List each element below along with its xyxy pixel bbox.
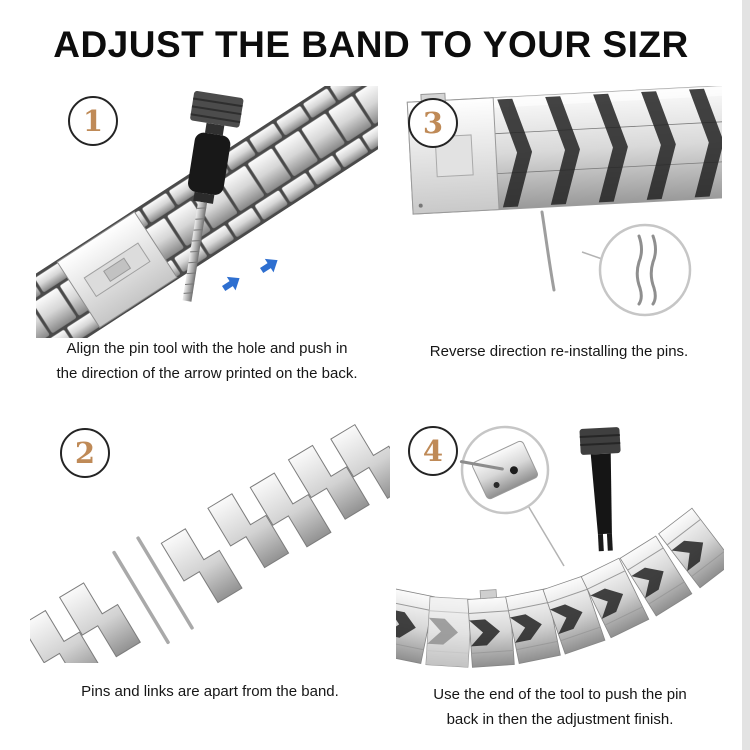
step-3-illustration — [406, 86, 722, 317]
step-4-illustration — [396, 425, 724, 668]
step-1-caption: Align the pin tool with the hole and pus… — [36, 336, 378, 386]
watch-band — [406, 86, 722, 215]
pin-hole-icon — [509, 466, 518, 475]
band-pin-icon — [459, 460, 504, 471]
watch-band — [396, 507, 724, 668]
step-1-illustration — [36, 86, 378, 338]
step-4-panel: 4 — [396, 418, 724, 734]
magnifier-circle — [459, 425, 565, 567]
step-4-caption: Use the end of the tool to push the pin … — [396, 682, 724, 732]
band-pin-icon — [635, 234, 643, 306]
step-3-panel: 3 — [396, 86, 722, 366]
pin-tool-icon — [182, 91, 244, 302]
watch-band — [36, 86, 378, 338]
magnifier-pointer-line — [526, 503, 565, 567]
magnifier-circle — [598, 223, 692, 317]
band-clasp — [425, 596, 473, 668]
band-pin-icon — [136, 536, 194, 630]
step-number: 2 — [74, 436, 96, 470]
clasp-button — [479, 589, 498, 600]
caption-line: Use the end of the tool to push the pin — [433, 686, 687, 703]
separated-band-links — [30, 418, 390, 663]
step-3-caption: Reverse direction re-installing the pins… — [396, 339, 722, 364]
caption-line: Reverse direction re-installing the pins… — [429, 343, 689, 360]
step-1-panel: 1 — [36, 86, 378, 388]
caption-line: Align the pin tool with the hole and pus… — [66, 340, 348, 357]
image-edge-strip — [742, 0, 750, 750]
step-number: 1 — [82, 104, 104, 138]
step-number: 3 — [422, 106, 444, 140]
band-pin-icon — [112, 550, 170, 645]
band-pin-icon — [649, 234, 657, 306]
band-clasp — [56, 211, 178, 329]
caption-line: back in then the adjustment finish. — [446, 711, 674, 728]
page-title: ADJUST THE BAND TO YOUR SIZR — [53, 24, 689, 65]
band-pin-icon — [540, 210, 556, 292]
step-1-number-badge: 1 — [68, 96, 118, 146]
caption-line: Pins and links are apart from the band. — [81, 683, 339, 700]
pin-tool-icon — [579, 427, 621, 552]
step-2-number-badge: 2 — [60, 428, 110, 478]
direction-arrow-icon — [222, 276, 240, 292]
step-3-number-badge: 3 — [408, 98, 458, 148]
band-link-pattern — [497, 88, 722, 208]
step-2-illustration — [30, 418, 390, 663]
direction-arrow-icon — [260, 258, 278, 274]
caption-line: the direction of the arrow printed on th… — [56, 365, 358, 382]
step-number: 4 — [422, 434, 444, 468]
pin-hole-icon — [493, 481, 500, 488]
step-2-caption: Pins and links are apart from the band. — [30, 679, 390, 704]
step-2-panel: 2 — [30, 418, 390, 706]
step-4-number-badge: 4 — [408, 426, 458, 476]
